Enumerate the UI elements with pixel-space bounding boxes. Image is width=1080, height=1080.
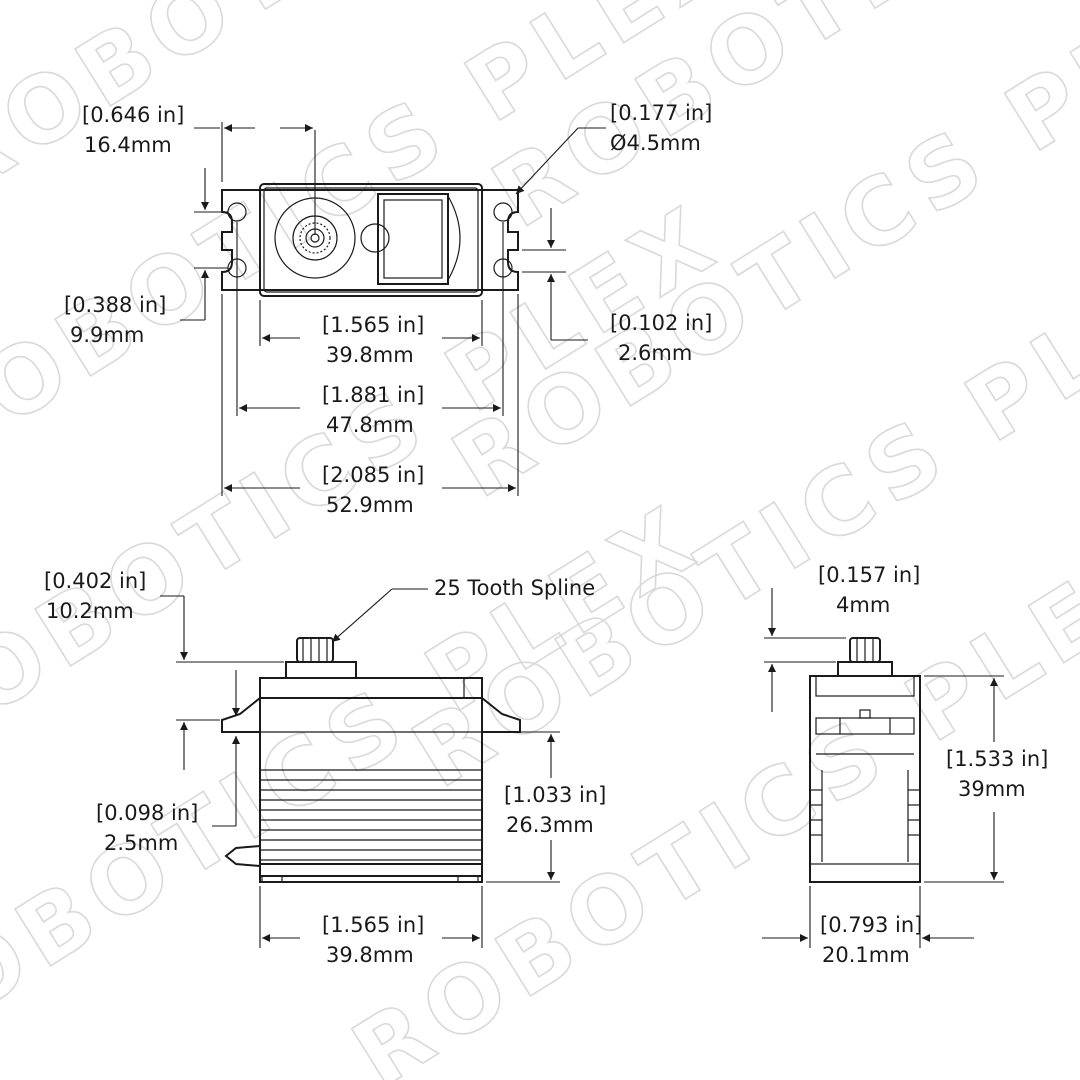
base-end	[809, 863, 921, 883]
dim-ear-to-bottom-mm: 26.3mm	[506, 813, 594, 837]
dim-body-height-in: [1.533 in]	[946, 747, 1048, 771]
top-cover-end	[815, 675, 915, 697]
dim-spline-top-in: [0.157 in]	[818, 563, 920, 587]
base-side	[259, 863, 483, 883]
dim-ear-offset-in: [0.646 in]	[82, 103, 184, 127]
foot-left	[261, 875, 283, 883]
dim-slot-width-mm: 2.6mm	[618, 341, 692, 365]
spline-label: 25 Tooth Spline	[434, 576, 595, 600]
idler-boss	[360, 223, 390, 253]
dim-hole-dia-mm: Ø4.5mm	[610, 131, 701, 155]
dim-ear-thickness-mm: 2.5mm	[104, 831, 178, 855]
label-window-inner	[383, 199, 443, 279]
dim-hole-dia-in: [0.177 in]	[610, 101, 712, 125]
end-view: [0.157 in] 4mm [1.533 in] 39mm [0.793 in…	[762, 563, 1048, 967]
label-window	[377, 193, 449, 285]
dim-overall-length-mm: 52.9mm	[326, 493, 414, 517]
dim-ear-thickness-in: [0.098 in]	[96, 801, 198, 825]
dim-spline-top-mm: 4mm	[836, 593, 890, 617]
dim-body-height-mm: 39mm	[958, 777, 1026, 801]
dim-top-body-length-in: [1.565 in]	[322, 313, 424, 337]
dim-top-body-length-mm: 39.8mm	[326, 343, 414, 367]
dim-overall-length-in: [2.085 in]	[322, 463, 424, 487]
dim-side-body-length-in: [1.565 in]	[322, 913, 424, 937]
dim-ear-to-bottom-in: [1.033 in]	[504, 783, 606, 807]
dim-hole-spacing-in: [0.388 in]	[64, 293, 166, 317]
dim-slot-width-in: [0.102 in]	[610, 311, 712, 335]
dim-spline-height-in: [0.402 in]	[44, 569, 146, 593]
servo-case-top	[259, 183, 483, 297]
dim-hole-to-hole-mm: 47.8mm	[326, 413, 414, 437]
gear-boss-side	[285, 661, 357, 679]
mounting-flange	[221, 189, 519, 291]
dim-body-width-mm: 20.1mm	[822, 943, 910, 967]
dim-ear-offset-mm: 16.4mm	[84, 133, 172, 157]
servo-case-inner	[263, 187, 479, 293]
dim-hole-spacing-mm: 9.9mm	[70, 323, 144, 347]
case-bump	[447, 195, 461, 281]
mounting-ear-left	[221, 697, 261, 733]
dim-spline-height-mm: 10.2mm	[46, 599, 134, 623]
foot-right	[457, 875, 479, 883]
dim-side-body-length-mm: 39.8mm	[326, 943, 414, 967]
servo-case-side	[259, 697, 483, 877]
top-view: [0.646 in] 16.4mm [0.177 in] Ø4.5mm [0.3…	[64, 101, 712, 517]
cable-exit	[224, 844, 261, 868]
output-spline	[299, 222, 331, 254]
dim-body-width-in: [0.793 in]	[820, 913, 922, 937]
ear-notch	[859, 709, 871, 719]
dim-hole-to-hole-in: [1.881 in]	[322, 383, 424, 407]
mounting-hole	[493, 202, 513, 222]
side-view: 25 Tooth Spline [0.402 in] 10.2mm [0.098…	[44, 569, 606, 967]
